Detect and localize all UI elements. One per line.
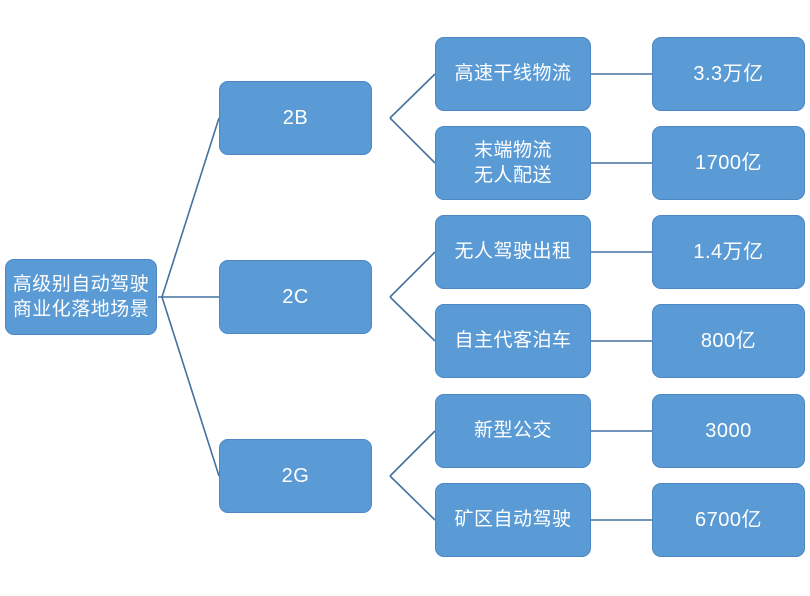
value-node-robotaxi: 1.4万亿 bbox=[652, 215, 805, 289]
connector-root-2b bbox=[161, 117, 220, 298]
leaf-node-new-public-transit: 新型公交 bbox=[435, 394, 591, 468]
connector-2g-leaf6 bbox=[389, 475, 436, 521]
root-node: 高级别自动驾驶 商业化落地场景 bbox=[5, 259, 157, 335]
connector-root-2g bbox=[161, 296, 220, 477]
branch-node-2c: 2C bbox=[219, 260, 372, 334]
branch-node-2b: 2B bbox=[219, 81, 372, 155]
leaf-node-robotaxi: 无人驾驶出租 bbox=[435, 215, 591, 289]
connector-2b-leaf2 bbox=[389, 117, 436, 164]
connector-2g-leaf5 bbox=[389, 430, 436, 477]
connector-2b-leaf1 bbox=[389, 73, 436, 119]
connector-2c-leaf3 bbox=[389, 251, 436, 298]
leaf-node-last-mile-unmanned-delivery: 末端物流 无人配送 bbox=[435, 126, 591, 200]
branch-node-2g: 2G bbox=[219, 439, 372, 513]
connector-2c-leaf4 bbox=[389, 296, 436, 342]
leaf-node-autonomous-valet-parking: 自主代客泊车 bbox=[435, 304, 591, 378]
leaf-node-highway-trunk-logistics: 高速干线物流 bbox=[435, 37, 591, 111]
value-node-autonomous-valet-parking: 800亿 bbox=[652, 304, 805, 378]
leaf-node-mining-autonomous-driving: 矿区自动驾驶 bbox=[435, 483, 591, 557]
value-node-new-public-transit: 3000 bbox=[652, 394, 805, 468]
value-node-highway-trunk-logistics: 3.3万亿 bbox=[652, 37, 805, 111]
value-node-last-mile-unmanned-delivery: 1700亿 bbox=[652, 126, 805, 200]
value-node-mining-autonomous-driving: 6700亿 bbox=[652, 483, 805, 557]
